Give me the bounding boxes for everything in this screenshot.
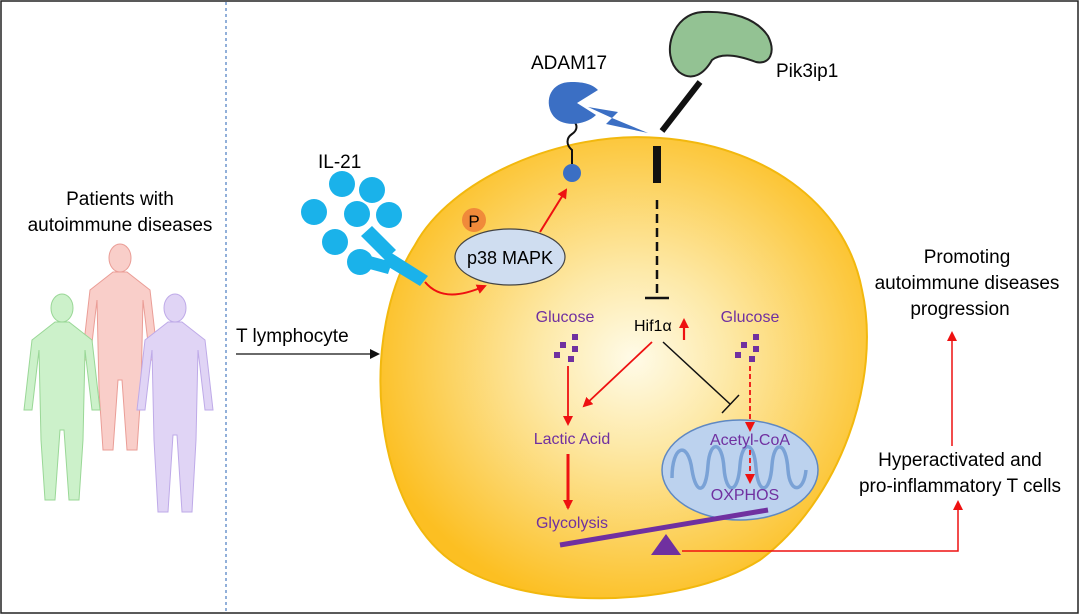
- adam17-enzyme-icon: [548, 82, 598, 124]
- glucose-right-molecules-icon: [735, 334, 759, 362]
- hif1a-label: Hif1α: [634, 318, 672, 335]
- adam17-label: ADAM17: [531, 53, 607, 74]
- mitochondria-inhibition-bar: [721, 394, 740, 414]
- il21-receptor-icon: [361, 226, 428, 286]
- promoting-label-line3: progression: [910, 299, 1009, 320]
- adam17-anchor: [563, 164, 581, 182]
- hyperactivated-label-line2: pro-inflammatory T cells: [859, 476, 1061, 497]
- p38-mapk-label: p38 MAPK: [467, 248, 553, 268]
- phospho-badge: [462, 208, 486, 232]
- human-silhouette-purple-icon: [136, 293, 214, 513]
- balance-to-hyperactivated-arrow: [682, 500, 963, 552]
- balance-fulcrum-icon: [651, 534, 681, 555]
- metabolic-balance-beam: [559, 507, 769, 548]
- glycolysis-label: Glycolysis: [536, 515, 608, 532]
- il21-label: IL-21: [318, 152, 361, 173]
- hif1a-to-lactic-acid-arrow: [582, 341, 653, 408]
- il21-cytokine-icon: [301, 171, 402, 275]
- pik3ip1-stalk: [659, 80, 703, 133]
- human-silhouette-green-icon: [23, 293, 101, 501]
- pik3ip1-label: Pik3ip1: [776, 61, 838, 82]
- cleavage-lightning-icon: [588, 107, 648, 133]
- patients-label-line2: autoimmune diseases: [28, 215, 213, 236]
- acetyl-coa-label: Acetyl-CoA: [710, 432, 790, 449]
- patients-label-line1: Patients with: [66, 189, 174, 210]
- glucose-left-label: Glucose: [536, 309, 595, 326]
- mitochondrion-icon: [661, 419, 819, 521]
- glucose-right-label: Glucose: [721, 309, 780, 326]
- hyperactivated-label-line1: Hyperactivated and: [878, 450, 1042, 471]
- hif1a-to-mitochondria-inhibition: [662, 341, 731, 405]
- pik3ip1-receptor-icon: [668, 10, 773, 78]
- phospho-label: P: [468, 212, 479, 231]
- p38-mapk-node: [454, 228, 566, 286]
- glucose-left-molecules-icon: [554, 334, 578, 362]
- receptor-to-p38-arrow: [424, 281, 487, 296]
- lactic-acid-label: Lactic Acid: [534, 431, 610, 448]
- oxphos-label: OXPHOS: [711, 487, 779, 504]
- promoting-label-line1: Promoting: [924, 247, 1011, 268]
- patients-silhouettes-icon: [23, 243, 214, 513]
- t-lymphocyte-label: T lymphocyte: [236, 326, 349, 347]
- p38-to-adam17-arrow: [539, 188, 568, 233]
- promoting-label-line2: autoimmune diseases: [875, 273, 1060, 294]
